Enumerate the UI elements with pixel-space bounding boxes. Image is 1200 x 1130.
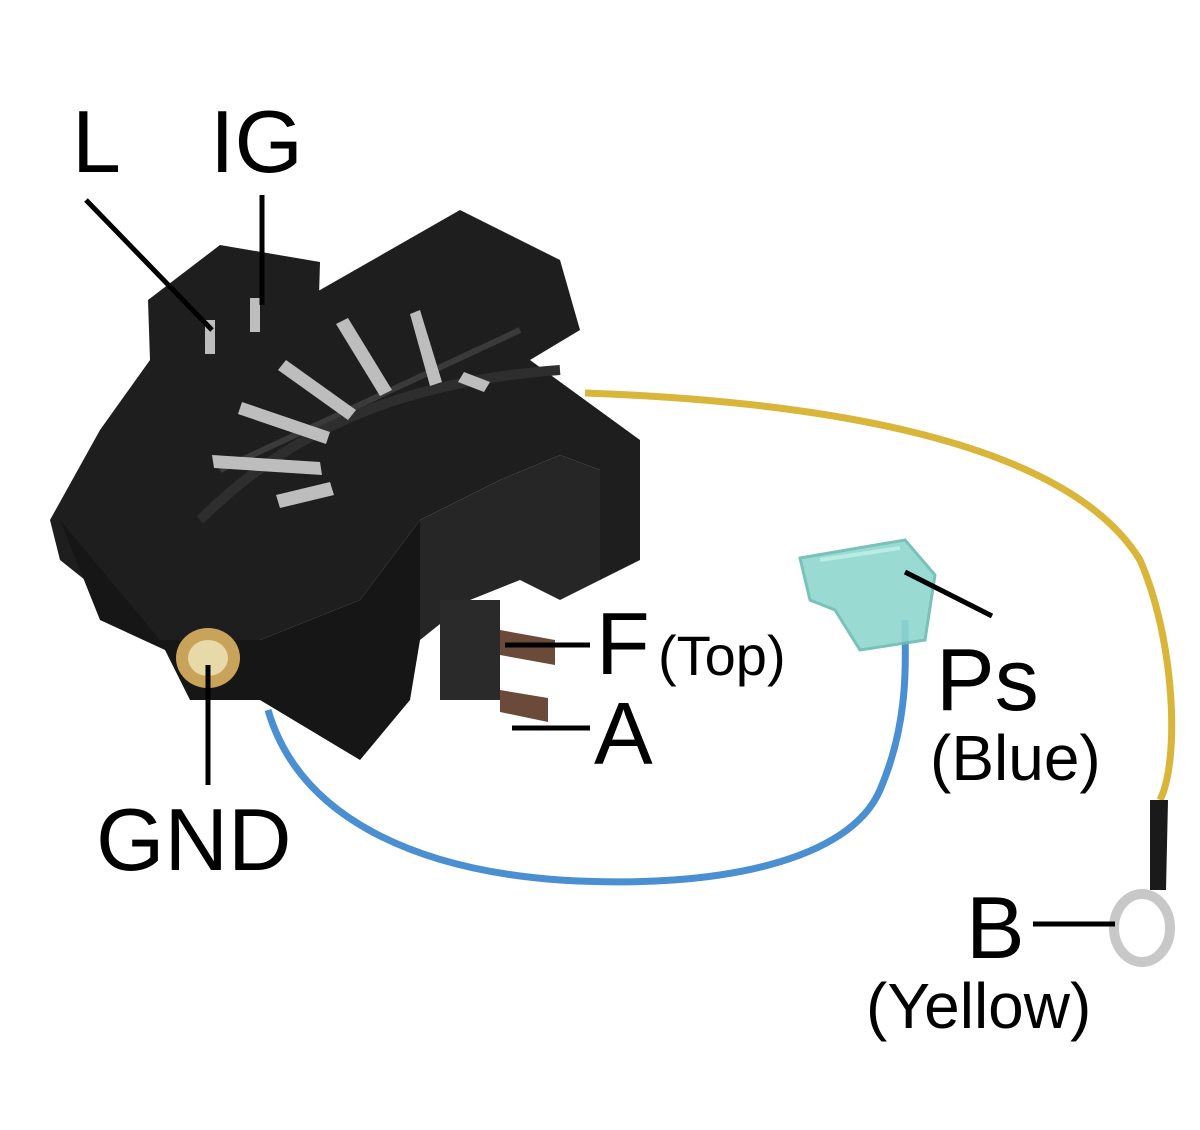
label-ig: IG <box>210 92 303 191</box>
brushes <box>440 600 555 722</box>
terminal-pins <box>205 298 260 354</box>
leader-l <box>84 198 214 332</box>
gnd-eyelet <box>176 628 240 688</box>
ps-connector <box>798 538 937 652</box>
contact-strips <box>212 310 490 508</box>
label-ps-note: (Blue) <box>930 722 1101 794</box>
label-gnd: GND <box>96 790 292 889</box>
leader-ps <box>903 569 994 619</box>
label-l: L <box>72 92 121 191</box>
label-f-note: (Top) <box>658 624 786 687</box>
blue-wire <box>264 619 909 886</box>
label-b-note: (Yellow) <box>866 970 1092 1042</box>
label-b: B <box>966 878 1025 977</box>
regulator-housing <box>50 210 640 760</box>
label-ps: Ps <box>936 630 1039 729</box>
leader-lines <box>84 195 1115 927</box>
yellow-wire <box>584 389 1176 802</box>
label-f: F <box>596 594 650 693</box>
ring-terminal-b <box>1109 800 1175 967</box>
label-a: A <box>594 684 653 783</box>
